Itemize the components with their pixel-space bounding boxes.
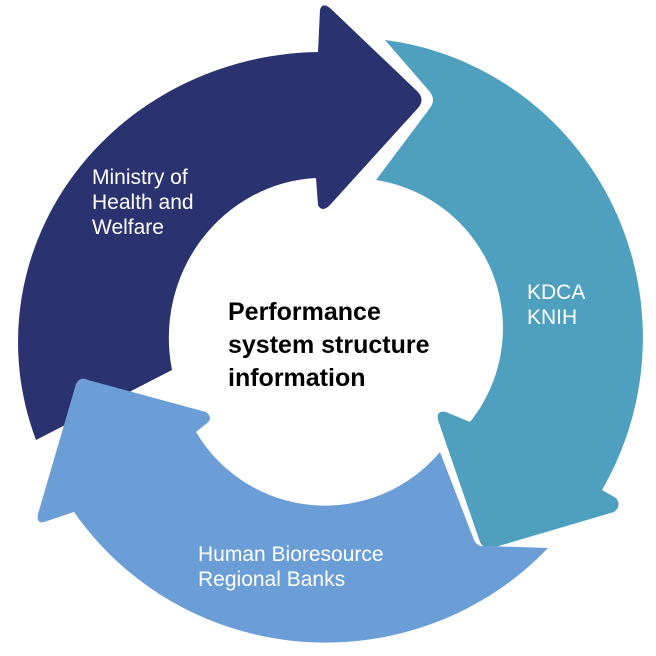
center-title-line: Performance xyxy=(228,298,381,326)
biobanks-label: Human Bioresource Regional Banks xyxy=(198,542,384,592)
biobanks-label-line: Human Bioresource xyxy=(198,543,384,566)
kdca-label-line: KDCA xyxy=(527,281,586,304)
kdca-label: KDCA KNIH xyxy=(527,280,585,330)
center-title-line: information xyxy=(228,364,366,392)
ministry-label-line: Ministry of xyxy=(92,166,188,189)
ministry-arrow xyxy=(18,5,422,441)
biobanks-arrow xyxy=(37,378,548,643)
ministry-label: Ministry of Health and Welfare xyxy=(92,165,194,240)
center-title: Performance system structure information xyxy=(228,296,429,395)
biobanks-label-line: Regional Banks xyxy=(198,568,346,591)
ministry-label-line: Health and xyxy=(92,191,194,214)
ministry-label-line: Welfare xyxy=(92,216,164,239)
center-title-line: system structure xyxy=(228,331,430,359)
kdca-label-line: KNIH xyxy=(527,306,578,329)
kdca-arrow xyxy=(376,40,643,549)
